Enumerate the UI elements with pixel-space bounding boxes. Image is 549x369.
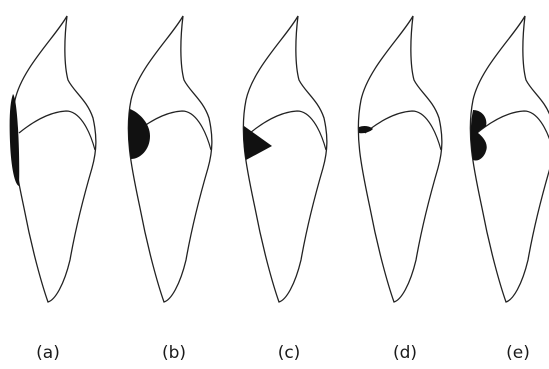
panel-a — [10, 16, 96, 302]
tooth-outline — [358, 16, 442, 302]
tooth-outline — [470, 16, 549, 302]
tooth-outline — [12, 16, 96, 302]
caption-b: (b) — [162, 343, 186, 363]
caption-d: (d) — [393, 343, 417, 363]
panel-c — [243, 16, 327, 302]
caption-e: (e) — [506, 343, 530, 363]
tooth-outline — [243, 16, 327, 302]
panel-d — [358, 16, 442, 302]
tooth-outline — [128, 16, 212, 302]
caption-c: (c) — [278, 343, 301, 363]
panel-e — [470, 16, 549, 302]
caption-a: (a) — [36, 343, 60, 363]
panel-b — [128, 16, 212, 302]
